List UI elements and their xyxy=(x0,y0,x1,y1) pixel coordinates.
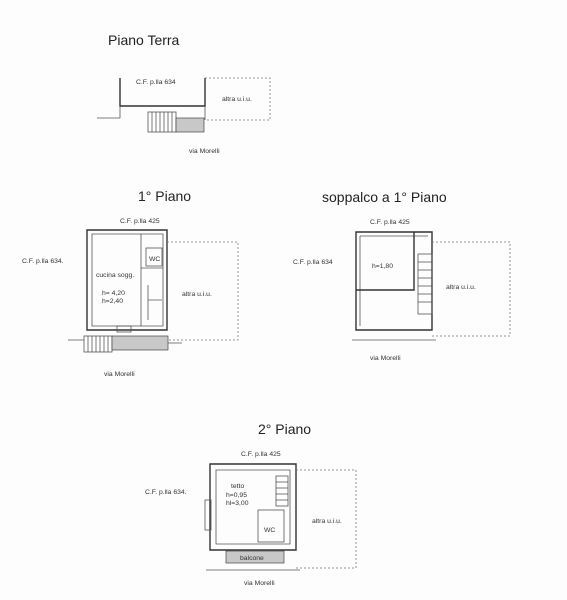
first-floor-ref-top: C.F. p.lla 425 xyxy=(120,218,160,225)
ground-floor-ref-left: C.F. p.lla 634 xyxy=(136,79,176,86)
second-floor-neighbor-label: altra u.i.u. xyxy=(312,518,342,525)
second-floor-height-2: hl=3,00 xyxy=(226,500,249,507)
second-floor-ref-top: C.F. p.lla 425 xyxy=(241,451,281,458)
first-floor-inner-outline xyxy=(91,233,164,327)
mezzanine-neighbor-label: altra u.i.u. xyxy=(446,284,476,291)
ground-floor-front-wall xyxy=(97,106,206,120)
first-floor-stair xyxy=(83,335,113,353)
ground-floor-plan: Piano Terra C.F. p.lla 634 altra u.i.u. … xyxy=(97,32,271,155)
first-floor-front-wall xyxy=(68,339,182,344)
first-floor-neighbor-label: altra u.i.u. xyxy=(182,291,212,298)
first-floor-room-label: cucina sogg. xyxy=(96,272,134,279)
second-floor-height-1: h=0,95 xyxy=(226,492,247,499)
ground-floor-neighbor-outline xyxy=(205,77,271,121)
mezzanine-neighbor-outline xyxy=(432,241,511,337)
second-floor-wc-room xyxy=(257,509,285,543)
mezzanine-plan: soppalco a 1° Piano C.F. p.lla 425 C.F. … xyxy=(293,189,511,362)
first-floor-outline xyxy=(86,229,168,331)
second-floor-outline xyxy=(209,463,297,551)
mezzanine-height-label: h=1,80 xyxy=(372,263,393,270)
first-floor-plan: 1° Piano C.F. p.lla 425 C.F. p.lla 634. … xyxy=(22,188,239,378)
first-floor-stair-divider xyxy=(147,285,162,320)
first-floor-wc-label: WC xyxy=(149,256,160,263)
first-floor-street-label: via Morelli xyxy=(104,371,135,378)
second-floor-balcony xyxy=(225,550,285,564)
ground-floor-entrance xyxy=(175,117,205,133)
mezzanine-ref-left: C.F. p.lla 634 xyxy=(293,259,333,266)
second-floor-balcony-label: balcone xyxy=(240,555,264,562)
mezzanine-ref-top: C.F. p.lla 425 xyxy=(370,219,410,226)
mezzanine-title: soppalco a 1° Piano xyxy=(322,189,447,205)
second-floor-room-label: tetto xyxy=(231,483,244,490)
ground-floor-neighbor-label: altra u.i.u. xyxy=(222,96,252,103)
second-floor-inner-outline xyxy=(215,469,291,545)
second-floor-neighbor-outline xyxy=(296,469,357,569)
second-floor-window xyxy=(204,499,212,531)
second-floor-title: 2° Piano xyxy=(258,421,311,437)
mezzanine-inner-outline xyxy=(359,235,428,326)
mezzanine-loft-edge xyxy=(356,232,415,291)
ground-floor-title: Piano Terra xyxy=(108,32,180,48)
mezzanine-stair xyxy=(417,253,433,315)
mezzanine-outline xyxy=(355,231,433,331)
second-floor-ref-left: C.F. p.lla 634. xyxy=(145,489,187,496)
first-floor-entrance xyxy=(111,335,169,351)
ground-floor-outline xyxy=(119,78,206,107)
mezzanine-street-label: via Morelli xyxy=(370,355,401,362)
first-floor-title: 1° Piano xyxy=(138,188,191,204)
first-floor-door xyxy=(116,325,132,333)
first-floor-wc-room xyxy=(145,247,163,267)
second-floor-wc-label: WC xyxy=(264,527,275,534)
second-floor-plan: 2° Piano C.F. p.lla 425 C.F. p.lla 634. … xyxy=(145,421,357,587)
first-floor-partition xyxy=(140,234,163,326)
first-floor-height-1: h= 4,20 xyxy=(102,290,125,297)
first-floor-neighbor-outline xyxy=(167,241,239,341)
first-floor-height-2: h=2,40 xyxy=(102,298,123,305)
second-floor-stair xyxy=(275,475,289,507)
first-floor-ref-left: C.F. p.lla 634. xyxy=(22,258,64,265)
ground-floor-stair xyxy=(147,111,177,133)
second-floor-street-label: via Morelli xyxy=(244,580,275,587)
ground-floor-street-label: via Morelli xyxy=(189,148,220,155)
